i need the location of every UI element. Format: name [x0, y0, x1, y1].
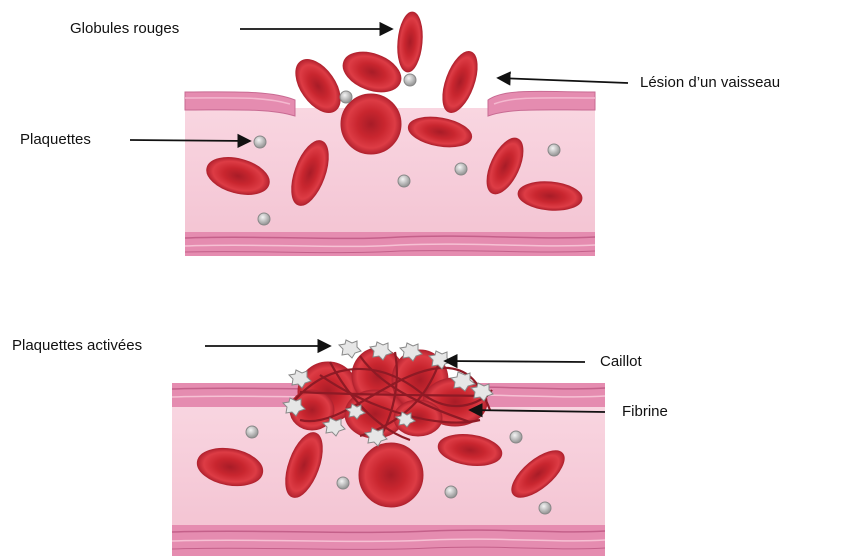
label-lesion-vaisseau: Lésion d’un vaisseau [640, 74, 780, 92]
label-plaquettes-activees: Plaquettes activées [12, 337, 142, 355]
arrow-caillot [445, 361, 585, 362]
red-blood-cell [436, 47, 484, 117]
platelet [548, 144, 560, 156]
arrow-lesion [498, 78, 628, 83]
platelet [398, 175, 410, 187]
label-fibrine: Fibrine [622, 403, 668, 421]
platelet [340, 91, 352, 103]
label-plaquettes: Plaquettes [20, 131, 91, 149]
platelet [510, 431, 522, 443]
arrow-plaquettes [130, 140, 250, 141]
platelet [258, 213, 270, 225]
platelet [539, 502, 551, 514]
label-globules-rouges: Globules rouges [70, 20, 179, 38]
activated-platelet [339, 340, 361, 358]
label-caillot: Caillot [600, 353, 642, 371]
red-blood-cell [395, 11, 424, 73]
red-blood-cell [359, 443, 423, 507]
platelet [455, 163, 467, 175]
red-blood-cell [341, 94, 401, 154]
platelet [337, 477, 349, 489]
platelet [254, 136, 266, 148]
platelet [445, 486, 457, 498]
top-vessel-wall-lower [185, 232, 595, 256]
platelet [404, 74, 416, 86]
platelet [246, 426, 258, 438]
